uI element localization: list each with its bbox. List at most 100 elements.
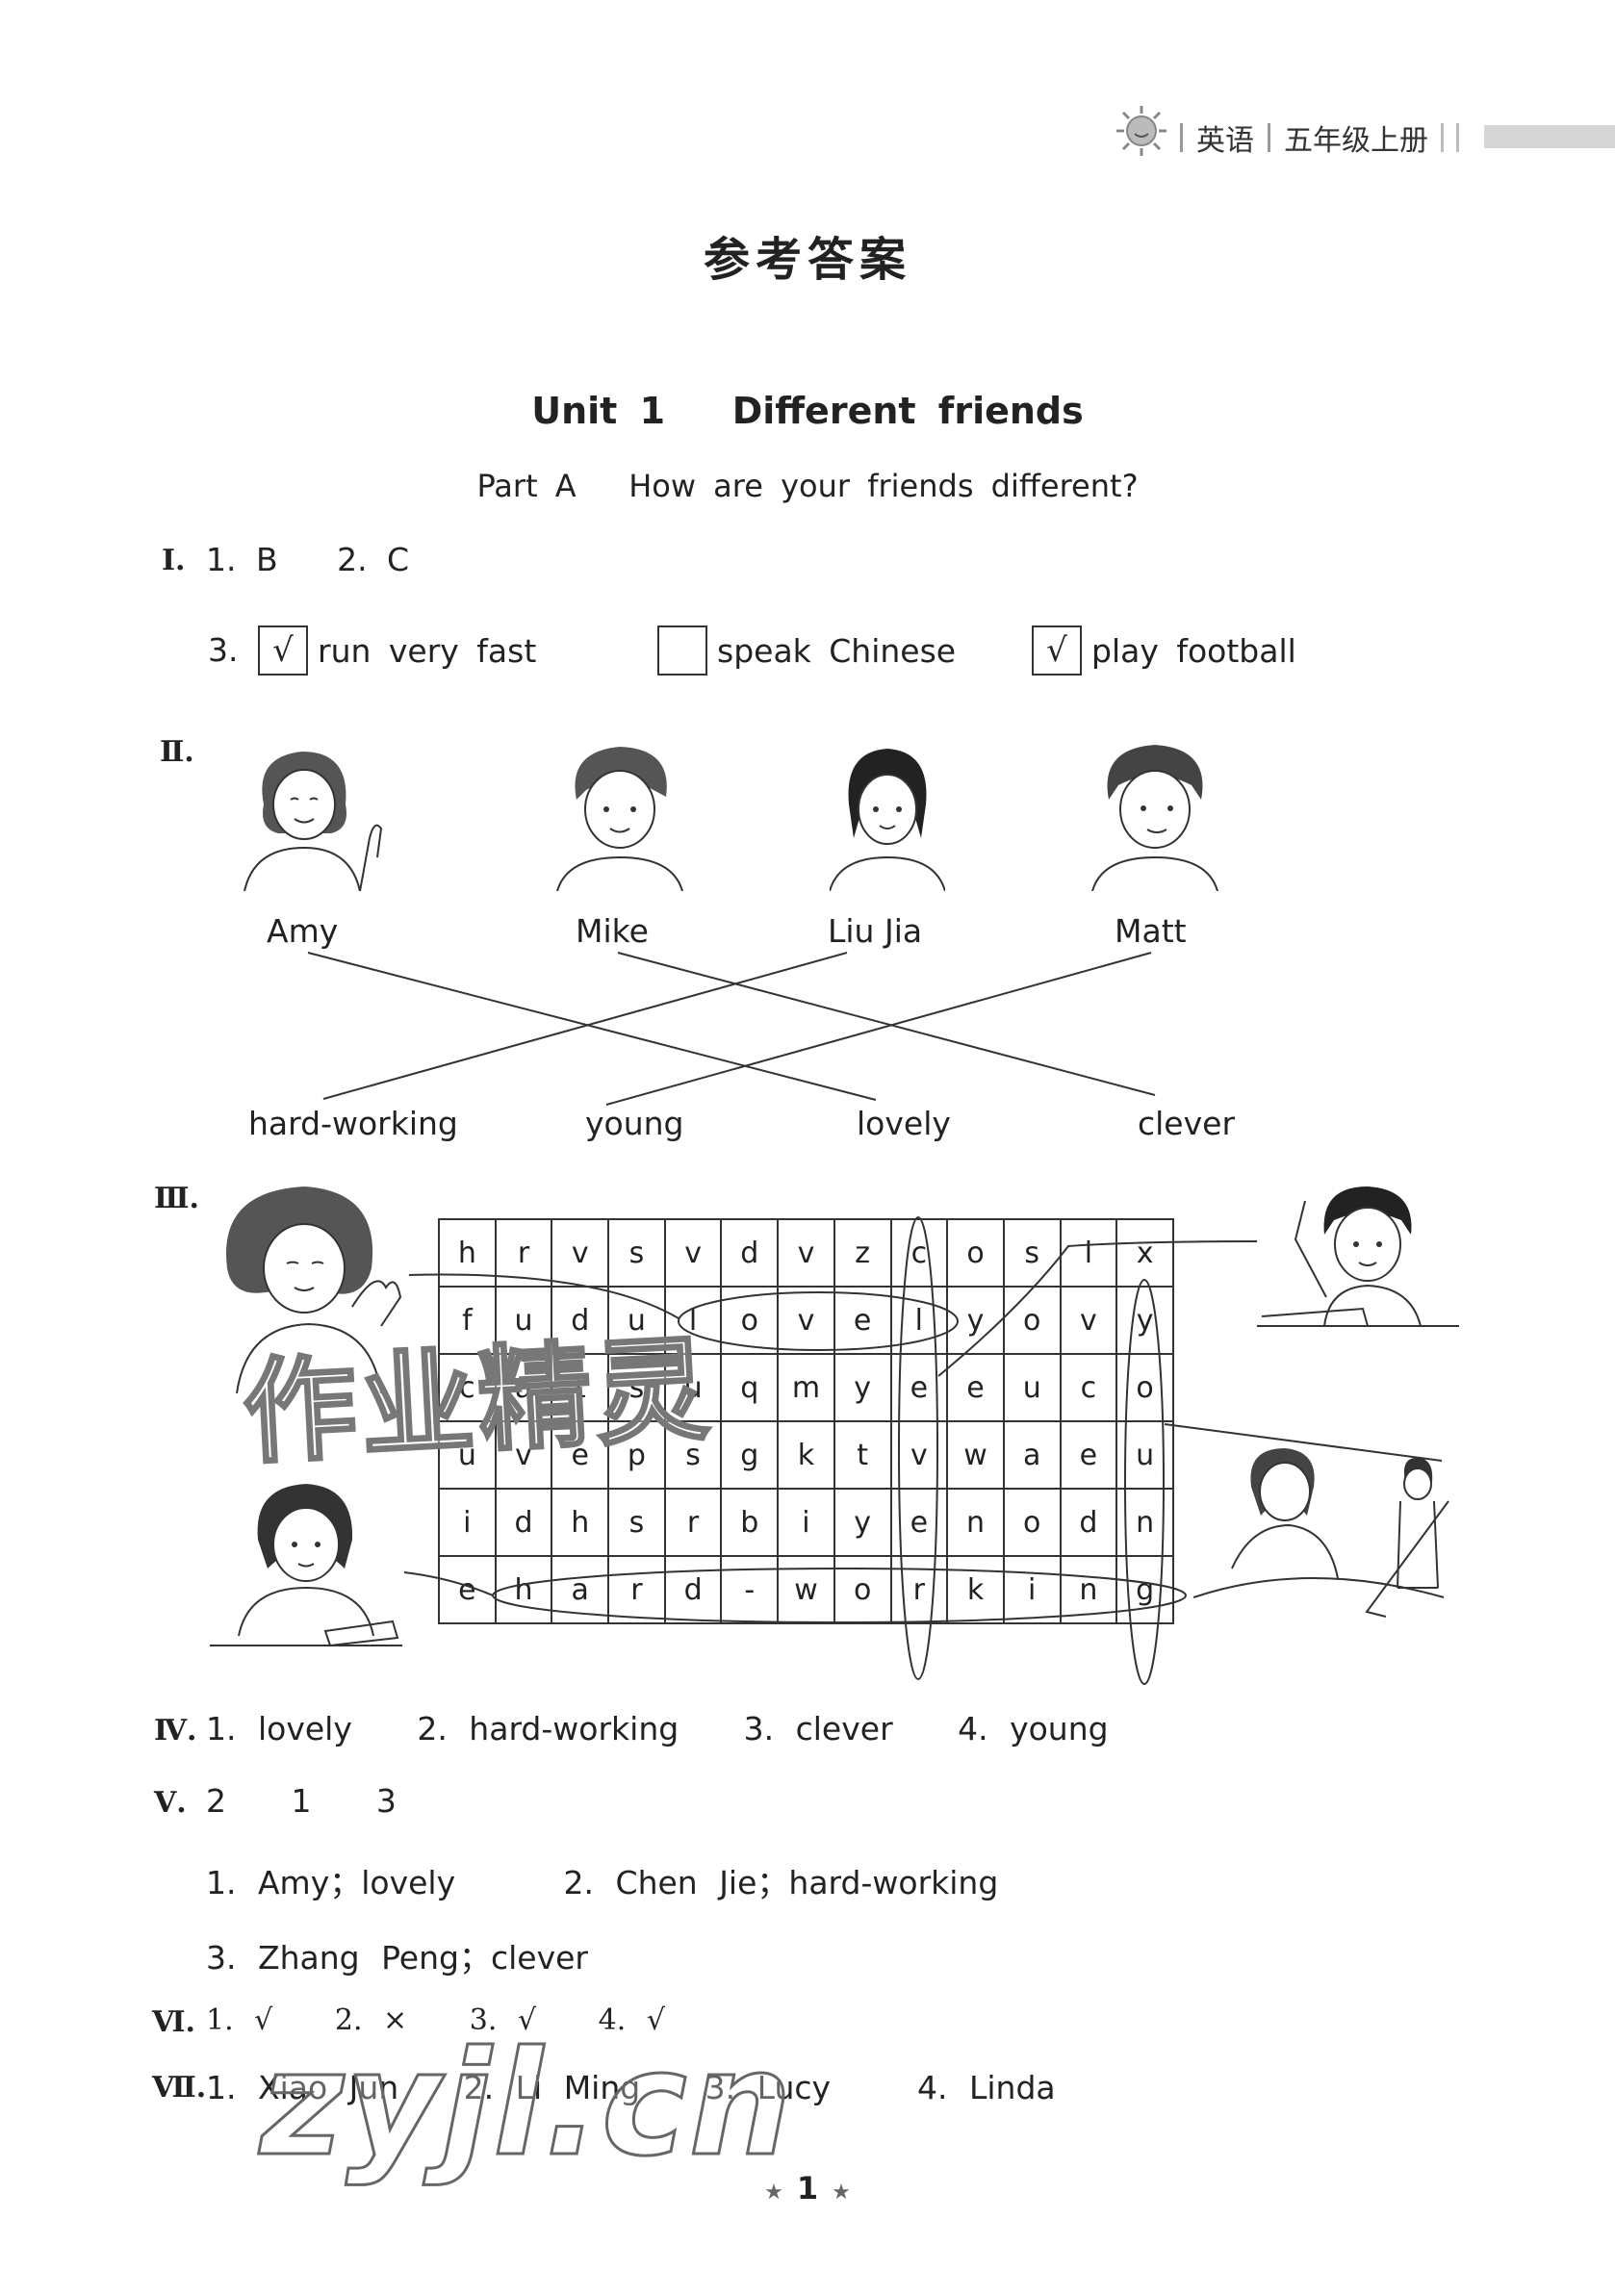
girl-liujia-illustration <box>830 749 945 891</box>
word-young: young <box>585 1105 684 1142</box>
grid-cell: v <box>663 1218 723 1288</box>
part-title: Part A How are your friends different? <box>476 468 1139 504</box>
grid-cell: c <box>889 1218 949 1288</box>
grid-cell: v <box>777 1286 835 1355</box>
grid-cell: e <box>551 1420 610 1490</box>
name-amy: Amy <box>267 912 339 950</box>
matching-lines <box>307 952 1156 1106</box>
q4-answers: 1. lovely 2. hard-working 3. clever 4. y… <box>206 1710 1109 1748</box>
grid-cell: u <box>438 1420 497 1490</box>
word-clever: clever <box>1138 1105 1236 1142</box>
q1-number: Ⅰ. <box>162 544 186 577</box>
grid-cell: h <box>551 1488 610 1557</box>
sun-icon <box>1115 104 1168 158</box>
grid-cell: e <box>833 1286 892 1355</box>
q1-line1: 1. B 2. C <box>206 541 410 578</box>
grid-cell: u <box>663 1353 723 1422</box>
grid-cell: y <box>1115 1286 1174 1355</box>
grid-cell: v <box>1059 1286 1118 1355</box>
grid-cell: t <box>833 1420 892 1490</box>
word-hard-working: hard-working <box>248 1105 458 1142</box>
grid-cell: f <box>438 1286 497 1355</box>
grid-cell: m <box>777 1353 835 1422</box>
grid-cell: e <box>438 1555 497 1624</box>
girl-thinking-illustration <box>226 1186 402 1393</box>
grid-cell: i <box>777 1488 835 1557</box>
star-icon: ★ <box>832 2181 851 2205</box>
girl-reading-illustration <box>210 1484 402 1647</box>
q5-order: 2 1 3 <box>206 1782 397 1820</box>
header-subject: 英语 <box>1196 124 1254 158</box>
q1-option-play: √ play football <box>1032 625 1296 676</box>
boy-raising-hand-illustration <box>1257 1186 1459 1327</box>
name-matt: Matt <box>1115 912 1187 950</box>
watermark-bottom: zyjl.cn <box>259 2020 794 2190</box>
grid-cell: z <box>833 1218 892 1288</box>
q7-number: Ⅶ. <box>152 2071 207 2105</box>
word-lovely: lovely <box>857 1105 951 1142</box>
grid-cell: a <box>1002 1420 1062 1490</box>
checkbox <box>657 625 707 676</box>
grid-cell: g <box>720 1420 780 1490</box>
grid-cell: i <box>1002 1555 1062 1624</box>
page-footer: ★1★ <box>0 2170 1615 2207</box>
q7-answers: 1. Xiao Jun 2. Li Ming 3. Lucy 4. Linda <box>206 2069 1056 2106</box>
grid-cell: l <box>1059 1218 1118 1288</box>
page-number: 1 <box>796 2170 819 2207</box>
grid-cell: o <box>1002 1488 1062 1557</box>
grid-cell: r <box>663 1488 723 1557</box>
grid-cell: r <box>494 1218 553 1288</box>
word-search-annotations <box>403 1216 1443 1685</box>
grid-cell: i <box>438 1488 497 1557</box>
q4-number: Ⅳ. <box>154 1714 197 1748</box>
grid-cell: c <box>438 1353 497 1422</box>
grid-cell: o <box>833 1555 892 1624</box>
grid-cell: v <box>494 1420 553 1490</box>
grid-cell: s <box>1002 1218 1062 1288</box>
grid-cell: e <box>946 1353 1005 1422</box>
option-label: run very fast <box>318 631 537 670</box>
boy-matt-illustration <box>1091 745 1218 891</box>
option-label: speak Chinese <box>717 631 957 670</box>
grid-cell: d <box>551 1286 610 1355</box>
q5-line1: 1. Amy；lovely 2. Chen Jie；hard-working <box>206 1864 999 1901</box>
grid-cell: w <box>946 1420 1005 1490</box>
grid-cell: o <box>946 1218 1005 1288</box>
grid-cell: y <box>833 1353 892 1422</box>
page-title: 参考答案 <box>703 233 911 287</box>
grid-cell: a <box>494 1353 553 1422</box>
q6-number: Ⅵ. <box>152 2005 195 2039</box>
grid-cell: s <box>607 1488 666 1557</box>
grid-cell: o <box>1002 1286 1062 1355</box>
grid-cell: u <box>1002 1353 1062 1422</box>
grid-cell: d <box>494 1488 553 1557</box>
q5-line2: 3. Zhang Peng；clever <box>206 1939 588 1977</box>
grid-cell: - <box>720 1555 780 1624</box>
grid-cell: g <box>1115 1555 1174 1624</box>
grid-cell: q <box>720 1353 780 1422</box>
grid-cell: s <box>607 1353 666 1422</box>
grid-cell: k <box>777 1420 835 1490</box>
q3-number: Ⅲ. <box>154 1182 199 1215</box>
grid-cell: u <box>494 1286 553 1355</box>
header-grade: 五年级上册 <box>1284 124 1428 158</box>
grid-cell: c <box>1059 1353 1118 1422</box>
grid-cell: t <box>551 1353 610 1422</box>
grid-cell: l <box>663 1286 723 1355</box>
grid-cell: x <box>1115 1218 1174 1288</box>
checkbox: √ <box>1032 625 1082 676</box>
option-label: play football <box>1091 631 1296 670</box>
grid-cell: w <box>777 1555 835 1624</box>
grid-cell: n <box>946 1488 1005 1557</box>
grid-cell: h <box>494 1555 553 1624</box>
unit-title: Unit 1 Different friends <box>531 390 1084 432</box>
grid-cell: v <box>777 1218 835 1288</box>
name-liujia: Liu Jia <box>828 912 923 950</box>
grid-cell: b <box>720 1488 780 1557</box>
